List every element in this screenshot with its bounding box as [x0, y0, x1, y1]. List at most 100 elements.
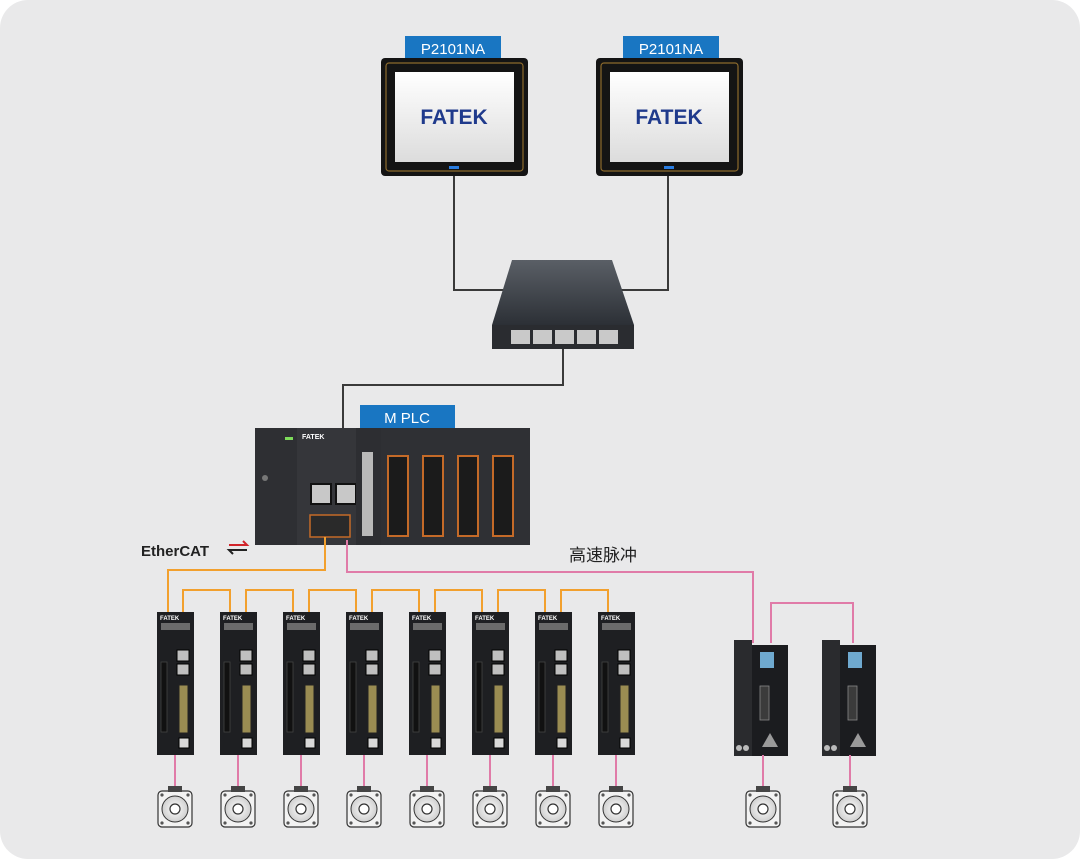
servo-port-out [239, 663, 253, 676]
monitor-1-inner-frame [385, 62, 524, 172]
switch-port-1 [511, 330, 530, 344]
monitor-2-screen [610, 72, 729, 162]
motor-bolt-hole [475, 793, 479, 797]
servo-port-in [176, 649, 190, 662]
motor-bolt-hole [501, 821, 505, 825]
plc-eth-port-1 [310, 483, 332, 505]
pulse-lines [346, 540, 854, 643]
motor-bolt-hole [835, 793, 839, 797]
motor-8 [598, 755, 634, 828]
motor-bolt-hole [748, 793, 752, 797]
servo-port-in [554, 649, 568, 662]
servo-drive-3: FATEK [283, 612, 320, 755]
motor-shaft [295, 803, 307, 815]
plc-brand: FATEK [302, 434, 324, 441]
motor-connector [483, 786, 497, 792]
motor-bolt-hole [601, 793, 605, 797]
servo-port-in [239, 649, 253, 662]
servo-encoder-port [430, 737, 442, 749]
servo-encoder-port [367, 737, 379, 749]
monitor-2-label-bg [623, 36, 719, 59]
servo-io-connector [367, 684, 378, 734]
servo-encoder-port [178, 737, 190, 749]
servo-io-connector [241, 684, 252, 734]
motor-bolt-hole [475, 821, 479, 825]
monitor-1-label: P2101NA [421, 41, 485, 58]
motor-connector [357, 786, 371, 792]
motor-bolt-hole [160, 793, 164, 797]
motor-bolt-hole [286, 821, 290, 825]
ethernet-switch [492, 260, 634, 349]
servo-display [287, 623, 316, 630]
stepper-screw [824, 745, 830, 751]
motor-connector [609, 786, 623, 792]
servo-io-connector [178, 684, 189, 734]
motor-group [157, 755, 868, 828]
servo-drive-brand: FATEK [475, 616, 495, 622]
servo-display [476, 623, 505, 630]
servo-drive-8: FATEK [598, 612, 635, 755]
motor-bolt-hole [861, 793, 865, 797]
motor-bolt-hole [412, 793, 416, 797]
servo-display [539, 623, 568, 630]
stepper-dip-switch [848, 652, 862, 668]
motor-bolt-hole [249, 793, 253, 797]
plc-label-bg [360, 405, 455, 429]
servo-io-connector [430, 684, 441, 734]
motor-bolt-hole [564, 821, 568, 825]
motor-bolt-hole [564, 793, 568, 797]
motor-connector [420, 786, 434, 792]
servo-terminal-block [286, 661, 294, 733]
motor-bolt-hole [349, 821, 353, 825]
switch-top [492, 260, 634, 325]
ethercat-arrow-upper [229, 540, 250, 546]
motor-5 [409, 755, 445, 828]
motor-shaft [547, 803, 559, 815]
motor-bolt-hole [501, 793, 505, 797]
servo-encoder-port [556, 737, 568, 749]
motor-bolt-hole [375, 793, 379, 797]
servo-encoder-port [493, 737, 505, 749]
stepper-screw [743, 745, 749, 751]
servo-port-in [302, 649, 316, 662]
servo-terminal-block [160, 661, 168, 733]
motor-connector [168, 786, 182, 792]
servo-display [602, 623, 631, 630]
servo-drive-7: FATEK [535, 612, 572, 755]
servo-display [161, 623, 190, 630]
ethercat-logo: EtherCAT [141, 540, 250, 560]
motor-bolt-hole [538, 821, 542, 825]
servo-port-in [428, 649, 442, 662]
plc-power-module [255, 428, 298, 545]
pulse-link-stepper [770, 602, 854, 643]
motor-connector [231, 786, 245, 792]
motor-bolt-hole [601, 821, 605, 825]
motor-bolt-hole [223, 821, 227, 825]
ethercat-link-5-6 [434, 589, 483, 613]
motor-bolt-hole [627, 793, 631, 797]
monitor-1-brand: FATEK [420, 106, 487, 129]
servo-drive-1: FATEK [157, 612, 194, 755]
motor-shaft [421, 803, 433, 815]
plc-power-indicator [262, 475, 268, 481]
motor-bolt-hole [312, 821, 316, 825]
plc-label: M PLC [384, 410, 430, 427]
motor-4 [346, 755, 382, 828]
motor-bolt-hole [349, 793, 353, 797]
motor-connector [546, 786, 560, 792]
motor-bolt-hole [438, 821, 442, 825]
servo-terminal-block [475, 661, 483, 733]
stepper-drive-1 [734, 640, 788, 756]
motor-bolt-hole [861, 821, 865, 825]
servo-io-connector [556, 684, 567, 734]
servo-port-in [491, 649, 505, 662]
servo-drive-4: FATEK [346, 612, 383, 755]
servo-drive-brand: FATEK [160, 616, 180, 622]
motor-connector [843, 786, 857, 792]
servo-port-out [365, 663, 379, 676]
motor-shaft [358, 803, 370, 815]
motor-bolt-hole [627, 821, 631, 825]
motor-shaft [610, 803, 622, 815]
servo-drive-brand: FATEK [538, 616, 558, 622]
servo-port-in [617, 649, 631, 662]
